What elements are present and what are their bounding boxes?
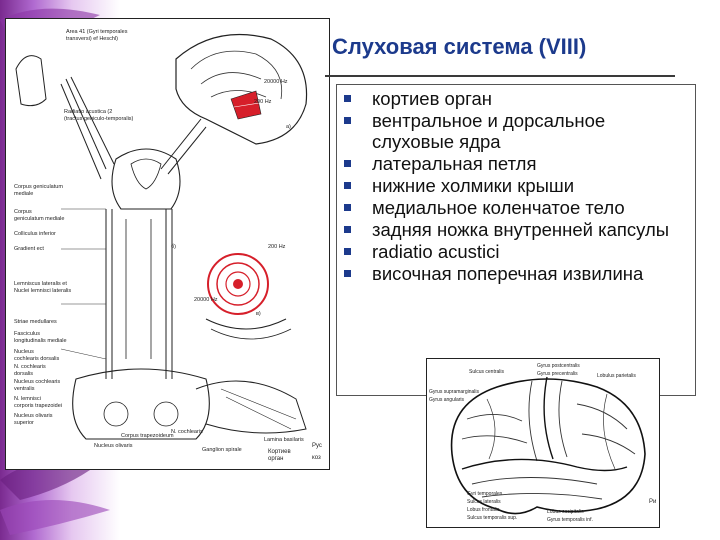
bullet-text: radiatio acustici bbox=[372, 241, 500, 262]
label-fig-b: б) bbox=[171, 244, 176, 250]
title-underline bbox=[325, 75, 675, 77]
brain-label-12: Sulcus temporalis sup. bbox=[467, 515, 518, 521]
label-lamina: Lamina basilaris bbox=[264, 437, 304, 443]
label-page-1: Рус bbox=[312, 443, 322, 449]
square-bullet-icon bbox=[344, 270, 351, 277]
label-ncochlearis: N. cochlearis bbox=[171, 429, 203, 435]
label-cgm-1: Corpus geniculatum bbox=[14, 184, 63, 190]
bullet-item: radiatio acustici bbox=[344, 241, 684, 262]
label-lemniscus-1: Lemniscus lateralis et bbox=[14, 281, 67, 287]
label-nucleus-10: superior bbox=[14, 420, 34, 426]
label-nucleus-6: ventralis bbox=[14, 386, 35, 392]
label-radiatio-2: (tractus geniculo-temporalis) bbox=[64, 116, 134, 122]
bullet-list: кортиев орган вентральное и дорсальное с… bbox=[344, 88, 684, 285]
label-colliculus-2: Gradient ect bbox=[14, 246, 44, 252]
auditory-pathway-diagram bbox=[15, 33, 308, 440]
brain-label-7: Gyri temporales bbox=[467, 491, 503, 497]
bullet-item: кортиев орган bbox=[344, 88, 684, 109]
label-hz-3: 20000 Hz bbox=[194, 297, 218, 303]
bullet-item: латеральная петля bbox=[344, 153, 684, 174]
label-page-2: коз bbox=[312, 455, 321, 461]
brain-lateral-figure: Sulcus centralis Gyrus postcentralis Gyr… bbox=[426, 358, 660, 528]
square-bullet-icon bbox=[344, 226, 351, 233]
brain-corner-label: Ри bbox=[649, 499, 657, 505]
brain-lateral-diagram bbox=[450, 376, 646, 515]
label-nucleus-8: corporis trapezoidei bbox=[14, 403, 62, 409]
label-cgm-4: geniculatum mediale bbox=[14, 216, 65, 222]
label-hz-4: 200 Hz bbox=[268, 244, 286, 250]
label-radiatio-1: Radiatio acustica (2 bbox=[64, 109, 113, 115]
label-cgm-3: Corpus bbox=[14, 209, 32, 215]
brain-label-8: Sulcus lateralis bbox=[467, 499, 501, 505]
bullet-text: нижние холмики крыши bbox=[372, 175, 575, 196]
square-bullet-icon bbox=[344, 182, 351, 189]
square-bullet-icon bbox=[344, 204, 351, 211]
brain-label-11: Gyrus temporalis inf. bbox=[547, 517, 593, 523]
bullet-item: задняя ножка внутренней капсулы bbox=[344, 219, 684, 240]
bullet-item: височная поперечная извилина bbox=[344, 263, 684, 284]
slide-title: Слуховая система (VIII) bbox=[332, 34, 587, 59]
label-fasciculus-1: Fasciculus bbox=[14, 331, 40, 337]
bullet-text: кортиев орган bbox=[372, 88, 492, 109]
label-nucleus-5: Nucleus cochlearis bbox=[14, 379, 61, 385]
square-bullet-icon bbox=[344, 117, 351, 124]
label-kortiev-1: Кортиев bbox=[268, 449, 291, 455]
bullet-item: вентральное и дорсальное слуховые ядра bbox=[344, 110, 684, 152]
brain-label-4: Lobulus parietalis bbox=[597, 373, 636, 379]
brain-label-10: Lobus occipitalis bbox=[547, 509, 584, 515]
label-lemniscus-2: Nuclei lemnisci lateralis bbox=[14, 288, 72, 294]
bullet-text: латеральная петля bbox=[372, 153, 537, 174]
brain-label-2: Gyrus postcentralis bbox=[537, 363, 580, 369]
label-hz-1: 20000 Hz bbox=[264, 79, 288, 85]
brain-label-6: Gyrus angularis bbox=[429, 397, 465, 403]
label-nucleus-3: N. cochlearis bbox=[14, 364, 46, 370]
bullet-text: задняя ножка внутренней капсулы bbox=[372, 219, 670, 240]
label-ganglion: Ganglion spirale bbox=[202, 447, 242, 453]
label-cgm-2: mediale bbox=[14, 191, 34, 197]
square-bullet-icon bbox=[344, 160, 351, 167]
brain-label-5: Gyrus supramarginalis bbox=[429, 389, 480, 395]
label-olive: Nucleus olivaris bbox=[94, 443, 133, 449]
label-nucleus-2: cochlearis dorsalis bbox=[14, 356, 60, 362]
decorative-swirl-icon bbox=[0, 462, 110, 535]
label-nucleus-9: Nucleus olivaris bbox=[14, 413, 53, 419]
label-nucleus-7: N. lemnisci bbox=[14, 396, 41, 402]
square-bullet-icon bbox=[344, 95, 351, 102]
label-area41: Area 41 (Gyri temporales bbox=[66, 29, 128, 35]
bullet-text: височная поперечная извилина bbox=[372, 263, 644, 284]
bullet-text: вентральное и дорсальное слуховые ядра bbox=[372, 110, 606, 152]
bullet-item: медиальное коленчатое тело bbox=[344, 197, 684, 218]
auditory-pathway-figure: Area 41 (Gyri temporales transversi) ef … bbox=[5, 18, 330, 470]
bullet-item: нижние холмики крыши bbox=[344, 175, 684, 196]
label-fig-a: а) bbox=[286, 124, 291, 130]
label-nucleus-4: dorsalis bbox=[14, 371, 33, 377]
label-nucleus-1: Nucleus bbox=[14, 349, 34, 355]
brain-label-1: Sulcus centralis bbox=[469, 369, 505, 375]
label-area41b: transversi) ef Heschl) bbox=[66, 36, 118, 42]
square-bullet-icon bbox=[344, 248, 351, 255]
brain-label-9: Lobus frontalis bbox=[467, 507, 500, 513]
label-colliculus: Colliculus inferior bbox=[14, 231, 56, 237]
bullet-box bbox=[336, 84, 696, 396]
label-fasciculus-2: longitudinalis mediale bbox=[14, 338, 67, 344]
label-fig-c: в) bbox=[256, 311, 261, 317]
label-trapezoid: Corpus trapezoideum bbox=[121, 433, 174, 439]
label-hz-2: 200 Hz bbox=[254, 99, 272, 105]
label-striae: Striae medullares bbox=[14, 319, 57, 325]
label-kortiev-2: орган bbox=[268, 456, 284, 462]
bullet-text: медиальное коленчатое тело bbox=[372, 197, 625, 218]
brain-label-3: Gyrus precentralis bbox=[537, 371, 578, 377]
